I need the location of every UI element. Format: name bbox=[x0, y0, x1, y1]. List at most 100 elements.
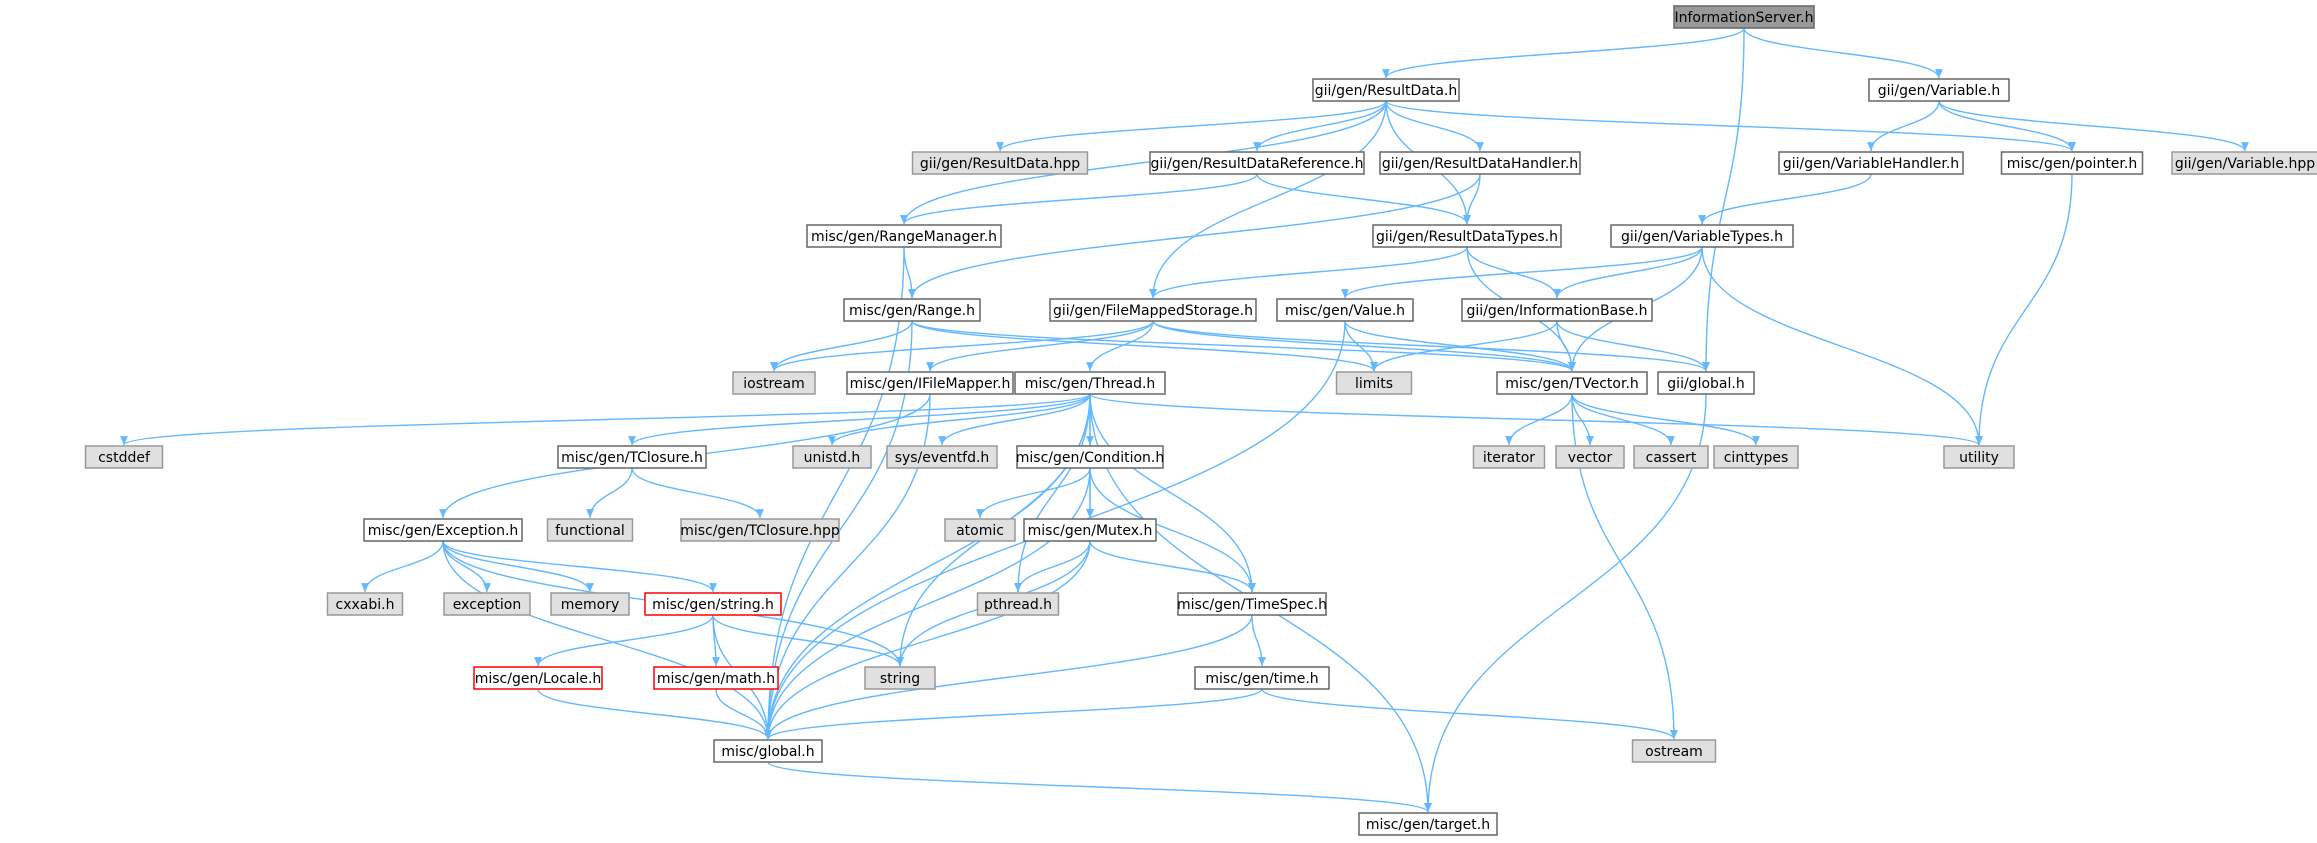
node-infobase[interactable]: gii/gen/InformationBase.h bbox=[1461, 298, 1653, 322]
node-label: misc/gen/math.h bbox=[657, 671, 775, 687]
node-label: gii/gen/ResultData.h bbox=[1315, 83, 1457, 99]
node-label: gii/gen/InformationBase.h bbox=[1467, 303, 1648, 319]
edge-line bbox=[764, 467, 1091, 740]
node-condition[interactable]: misc/gen/Condition.h bbox=[1016, 445, 1164, 469]
node-exception_h[interactable]: misc/gen/Exception.h bbox=[363, 518, 523, 542]
node-box bbox=[1014, 371, 1166, 395]
edge-line bbox=[1702, 27, 1745, 372]
node-mathh[interactable]: misc/gen/math.h bbox=[653, 666, 779, 690]
node-box bbox=[1049, 298, 1257, 322]
node-label: gii/gen/ResultDataReference.h bbox=[1151, 156, 1364, 172]
node-box bbox=[864, 666, 936, 690]
edge-thread-to-cstddef bbox=[120, 393, 1091, 446]
node-resultdata[interactable]: gii/gen/ResultData.h bbox=[1312, 78, 1460, 102]
node-resultdatahandler[interactable]: gii/gen/ResultDataHandler.h bbox=[1379, 151, 1581, 175]
node-eventfd: sys/eventfd.h bbox=[886, 445, 998, 469]
node-resultdataref[interactable]: gii/gen/ResultDataReference.h bbox=[1149, 151, 1365, 175]
node-pointer[interactable]: misc/gen/pointer.h bbox=[2000, 151, 2144, 175]
node-label: misc/gen/Mutex.h bbox=[1028, 523, 1153, 539]
node-variabletypes[interactable]: gii/gen/VariableTypes.h bbox=[1610, 224, 1794, 248]
edge-rangemanager-to-range bbox=[903, 246, 916, 299]
node-label: gii/gen/VariableHandler.h bbox=[1783, 156, 1959, 172]
edge-condition-to-atomic bbox=[976, 467, 1091, 519]
edge-line bbox=[628, 393, 1091, 446]
node-tvector[interactable]: misc/gen/TVector.h bbox=[1496, 371, 1648, 395]
node-box bbox=[326, 592, 404, 616]
node-box bbox=[1312, 78, 1460, 102]
node-resultdatatypes[interactable]: gii/gen/ResultDataTypes.h bbox=[1372, 224, 1562, 248]
node-functional: functional bbox=[546, 518, 634, 542]
edge-line bbox=[1089, 393, 1983, 446]
node-range[interactable]: misc/gen/Range.h bbox=[843, 298, 981, 322]
node-box bbox=[473, 666, 603, 690]
node-thread[interactable]: misc/gen/Thread.h bbox=[1014, 371, 1166, 395]
node-value[interactable]: misc/gen/Value.h bbox=[1276, 298, 1414, 322]
edge-line bbox=[770, 320, 913, 372]
edge-mstring-to-locale bbox=[534, 614, 714, 667]
node-iostream: iostream bbox=[732, 371, 816, 395]
edge-line bbox=[1556, 320, 1576, 372]
edge-thread-to-tclosure bbox=[628, 393, 1091, 446]
edge-line bbox=[900, 173, 1258, 225]
node-rangemanager[interactable]: misc/gen/RangeManager.h bbox=[806, 224, 1002, 248]
node-giiglobal[interactable]: gii/global.h bbox=[1657, 371, 1755, 395]
node-target[interactable]: misc/gen/target.h bbox=[1358, 812, 1498, 836]
node-timespec[interactable]: misc/gen/TimeSpec.h bbox=[1177, 592, 1327, 616]
edge-timeh-to-miscglobal bbox=[764, 688, 1263, 740]
node-ifilemapper[interactable]: misc/gen/IFileMapper.h bbox=[846, 371, 1014, 395]
node-box bbox=[680, 518, 840, 542]
node-variable[interactable]: gii/gen/Variable.h bbox=[1868, 78, 2010, 102]
node-box bbox=[976, 592, 1060, 616]
edge-line bbox=[764, 246, 905, 740]
node-label: gii/gen/Variable.h bbox=[1878, 83, 2000, 99]
edge-line bbox=[1975, 173, 2073, 446]
node-box bbox=[843, 298, 981, 322]
edge-line bbox=[1261, 688, 1678, 740]
edge-condition-to-miscglobal bbox=[764, 467, 1091, 740]
node-box bbox=[2171, 151, 2317, 175]
node-cstddef: cstddef bbox=[84, 445, 164, 469]
edge-line bbox=[1553, 246, 1703, 299]
node-cinttypes: cinttypes bbox=[1713, 445, 1799, 469]
node-miscglobal[interactable]: misc/global.h bbox=[713, 739, 823, 763]
node-mutex[interactable]: misc/gen/Mutex.h bbox=[1023, 518, 1157, 542]
edge-line bbox=[911, 320, 1576, 372]
node-mstring[interactable]: misc/gen/string.h bbox=[644, 592, 782, 616]
node-box bbox=[1496, 371, 1648, 395]
edge-line bbox=[712, 614, 904, 667]
node-label: gii/gen/FileMappedStorage.h bbox=[1053, 303, 1253, 319]
edge-resultdata-to-resultdatahandler bbox=[1385, 100, 1484, 152]
node-label: InformationServer.h bbox=[1675, 10, 1814, 26]
edge-line bbox=[1382, 27, 1745, 79]
edge-line bbox=[631, 467, 764, 519]
edge-resultdatahandler-to-resultdatatypes bbox=[1463, 173, 1481, 225]
node-ostream: ostream bbox=[1631, 739, 1717, 763]
edge-line bbox=[1505, 393, 1573, 446]
edge-range-to-tvector bbox=[911, 320, 1576, 372]
node-filemapped[interactable]: gii/gen/FileMappedStorage.h bbox=[1049, 298, 1257, 322]
node-box bbox=[1610, 224, 1794, 248]
edge-line bbox=[1466, 246, 1561, 299]
node-label: misc/gen/Exception.h bbox=[368, 523, 519, 539]
node-variablehandler[interactable]: gii/gen/VariableHandler.h bbox=[1778, 151, 1964, 175]
node-box bbox=[1016, 445, 1164, 469]
node-label: misc/gen/TimeSpec.h bbox=[1177, 597, 1327, 613]
edge-exception_h-to-exception bbox=[442, 540, 491, 593]
node-box bbox=[1631, 739, 1717, 763]
node-tclosure[interactable]: misc/gen/TClosure.h bbox=[557, 445, 707, 469]
node-box bbox=[550, 592, 630, 616]
node-label: misc/gen/IFileMapper.h bbox=[850, 376, 1011, 392]
node-resultdata_hpp: gii/gen/ResultData.hpp bbox=[911, 151, 1089, 175]
node-label: memory bbox=[561, 597, 620, 613]
node-timeh[interactable]: misc/gen/time.h bbox=[1194, 666, 1330, 690]
edge-filemapped-to-iostream bbox=[770, 320, 1154, 372]
node-locale[interactable]: misc/gen/Locale.h bbox=[473, 666, 603, 690]
node-label: pthread.h bbox=[984, 597, 1052, 613]
node-label: misc/gen/RangeManager.h bbox=[811, 229, 997, 245]
node-box bbox=[443, 592, 531, 616]
node-box bbox=[806, 224, 1002, 248]
node-box bbox=[1372, 224, 1562, 248]
node-label: misc/gen/TClosure.h bbox=[561, 450, 703, 466]
node-infoserver[interactable]: InformationServer.h bbox=[1673, 5, 1815, 29]
edge-exception_h-to-miscglobal bbox=[442, 540, 772, 740]
